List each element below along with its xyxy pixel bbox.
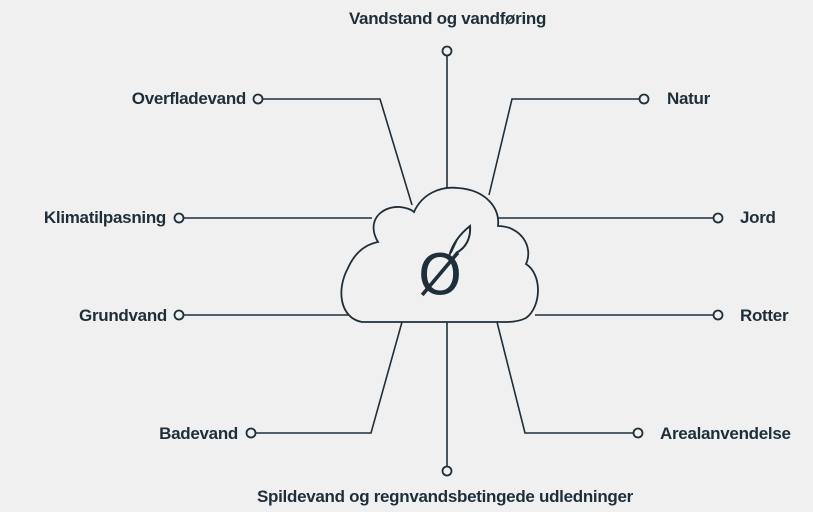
label-overfladevand: Overfladevand	[131, 89, 247, 108]
node-badevand	[245, 427, 257, 439]
label-badevand: Badevand	[159, 424, 238, 443]
connector-lines	[184, 56, 713, 466]
node-jord	[712, 212, 724, 224]
connector-arealanvendelse	[496, 321, 633, 434]
node-top	[441, 45, 453, 57]
label-rotter: Rotter	[740, 306, 789, 325]
node-bottom	[441, 465, 453, 477]
leaf-icon	[448, 224, 472, 258]
connector-nodes	[173, 45, 724, 477]
connector-natur	[488, 98, 639, 196]
node-klimatilpasning	[173, 212, 185, 224]
connector-overfladevand	[263, 98, 413, 206]
label-vandstand-og-vandforing: Vandstand og vandføring	[348, 9, 547, 28]
node-overfladevand	[252, 93, 264, 105]
node-grundvand	[173, 309, 185, 321]
node-natur	[638, 93, 650, 105]
label-natur: Natur	[667, 89, 710, 108]
label-arealanvendelse: Arealanvendelse	[660, 424, 791, 443]
center-symbol: Ø	[418, 243, 462, 308]
node-arealanvendelse	[632, 427, 644, 439]
label-spildevand: Spildevand og regnvandsbetingede udledni…	[257, 487, 633, 506]
node-rotter	[712, 309, 724, 321]
cloud-shape	[340, 186, 539, 323]
label-grundvand: Grundvand	[79, 306, 167, 325]
label-klimatilpasning: Klimatilpasning	[43, 208, 166, 227]
connector-badevand	[256, 321, 403, 434]
label-jord: Jord	[740, 208, 776, 227]
